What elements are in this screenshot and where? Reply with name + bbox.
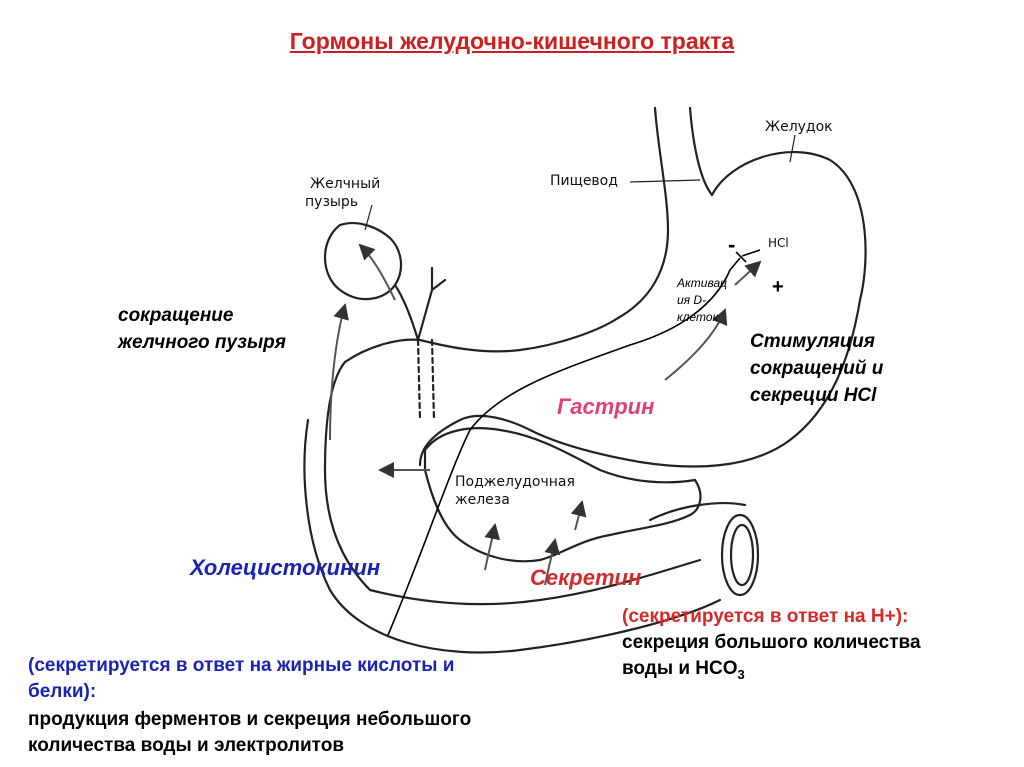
plus-arrow-to-hcl <box>734 260 762 286</box>
gallbladder-contraction-1: сокращение <box>118 305 234 326</box>
minus-sign: - <box>728 232 736 257</box>
cholecystokinin-label: Холецистокинин <box>190 555 381 580</box>
stimulation-1: Стимуляция <box>750 331 875 352</box>
secretin-note-3: воды и HCO3 <box>622 658 745 682</box>
gallbladder-contraction-2: желчного пузыря <box>118 332 286 353</box>
pancreas-label-1: Поджелудочная <box>455 474 575 490</box>
intestine-opening <box>720 513 760 597</box>
pancreas-arrow-1 <box>484 523 501 571</box>
secretin-note-1: (секретируется в ответ на H+): <box>622 606 909 627</box>
esophagus-label: Пищевод <box>550 173 618 189</box>
cystic-duct <box>393 283 420 342</box>
stimulation-2: сокращений и <box>750 358 884 379</box>
cck-note-1: (секретируется в ответ на жирные кислоты… <box>28 655 455 676</box>
activation-label-3: клеток <box>677 310 719 324</box>
pancreas-arrow-2 <box>544 538 561 586</box>
hcl-label: HCl <box>768 236 789 250</box>
activation-label-1: Активац <box>677 276 728 290</box>
inhibition-bar <box>741 249 761 257</box>
gastrin-arrow-to-stomach <box>664 308 728 381</box>
duodenum-outer <box>303 418 722 654</box>
gallbladder-label-1: Желчный <box>310 176 381 192</box>
esophagus-right-wall <box>688 106 714 197</box>
pancreas-outline <box>423 427 702 563</box>
activation-label-2: ия D- <box>677 293 707 307</box>
arrow-to-gallbladder-top <box>358 243 396 301</box>
gastrin-label: Гастрин <box>557 394 655 419</box>
secretin-note-2: секреция большого количества <box>622 632 921 653</box>
stomach-label: Желудок <box>765 119 833 135</box>
hepatic-duct <box>416 266 447 342</box>
pancreas-label-2: железа <box>455 492 510 508</box>
gallbladder-label-2: пузырь <box>305 194 359 210</box>
stimulation-3: секреции HCl <box>750 385 877 406</box>
cck-note-4: количества воды и электролитов <box>28 735 344 756</box>
pancreas-arrow-3 <box>570 500 587 531</box>
stomach-outline <box>418 151 867 468</box>
cck-note-2: белки): <box>28 681 97 702</box>
duodenum-upper <box>323 360 372 592</box>
cck-arrow-to-gallbladder <box>329 303 349 441</box>
d-cell-activation-line <box>387 257 741 636</box>
duodenum-lower-inner <box>368 558 702 606</box>
page-title: Гормоны желудочно-кишечного тракта <box>289 28 735 54</box>
esophagus-left-wall <box>616 106 670 320</box>
cck-note-3: продукция ферментов и секреция небольшог… <box>28 709 472 730</box>
gallbladder-outline <box>323 221 403 301</box>
secretin-label: Секретин <box>530 565 642 590</box>
plus-sign: + <box>772 276 784 298</box>
stomach-inner-curve <box>343 316 620 364</box>
